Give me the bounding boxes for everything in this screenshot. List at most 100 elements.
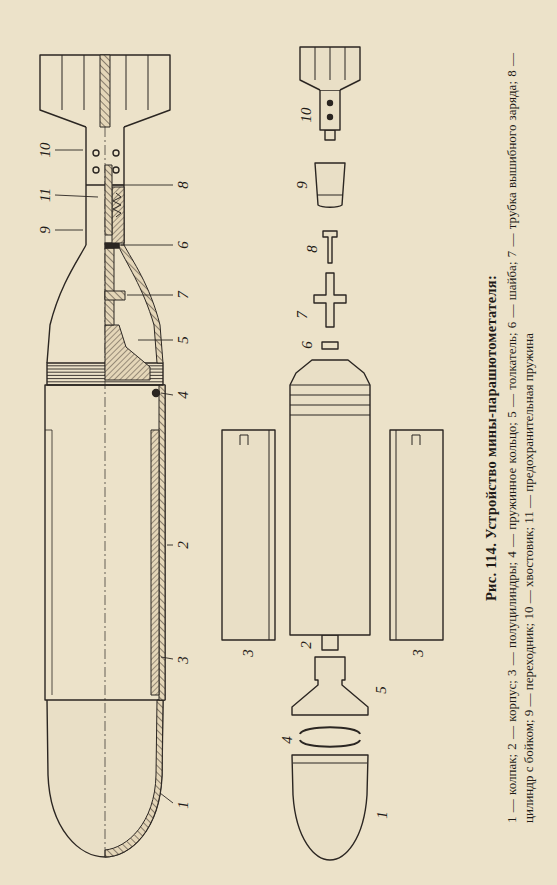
adapter [315,163,345,207]
leader-line [138,340,173,341]
hole [113,150,119,156]
callout-holder: 4 [278,735,296,745]
body-ridges [290,385,370,415]
callout-holder: 9 [36,225,54,235]
callout-number: 9 [294,180,310,190]
callout-number: 8 [304,244,320,254]
striker-cylinder [105,165,112,235]
callout-holder: 11 [36,187,54,203]
leader-line [160,793,173,803]
adapter-section [112,187,124,243]
callout-holder: 9 [293,180,311,190]
pusher [292,657,368,715]
callout-number: 5 [373,685,389,695]
half-cylinder-detail [240,430,269,640]
figure-caption: Рис. 114. Устройство мины-парашютометате… [483,275,499,601]
cap-rim [293,763,367,764]
half-cylinder [222,430,275,640]
callout-number: 7 [294,310,310,320]
callout-number: 2 [175,540,191,550]
leader-line [127,295,173,296]
callout-number: 7 [175,290,191,300]
washer [322,342,338,349]
leader-line [167,545,173,546]
pusher-section [105,325,150,380]
spring-ring [153,390,160,397]
callout-number: 10 [37,142,53,159]
thread-line [47,381,163,382]
figure-key: 1 — колпак; 2 — корпус; 3 — полуцилиндры… [504,53,538,823]
callout-holder: 5 [372,685,390,695]
leader-line [121,245,173,246]
half-cylinder-edge [45,430,52,431]
callout-number: 2 [298,640,314,650]
cap-section [105,700,163,857]
striker-cylinder [323,231,337,263]
callout-holder: 4 [174,390,192,400]
callout-number: 11 [37,187,53,203]
tube-section [105,248,114,325]
callout-holder: 7 [174,290,192,300]
half-cylinder-detail [396,430,420,640]
callout-holder: 3 [174,655,192,665]
leader-line [55,150,83,151]
callout-number: 1 [374,810,390,820]
callout-holder: 2 [297,640,315,650]
adapter-detail [317,195,343,196]
tail-stub [325,130,335,140]
leader-line [161,657,173,659]
fin-lines [315,47,345,80]
spring-ring [300,727,360,747]
cap [292,755,368,860]
tail-fins [300,47,360,90]
callout-holder: 10 [36,142,54,159]
hole [93,150,99,156]
hole [113,167,119,173]
callout-number: 1 [175,800,191,810]
callout-number: 3 [240,648,256,658]
body-outline [45,385,165,700]
callout-holder: 5 [174,335,192,345]
callout-holder: 1 [174,800,192,810]
leader-line [113,185,173,186]
hole [328,115,333,120]
half-cylinder [390,430,443,640]
safety-spring [113,193,121,217]
callout-holder: 6 [298,340,316,350]
washer [105,243,119,248]
callout-number: 6 [299,340,315,350]
tube-flange [105,291,125,300]
callout-holder: 3 [239,648,257,658]
leader-line [161,393,173,395]
tail-tube-section [100,55,110,127]
callout-number: 3 [175,655,191,665]
hole [93,167,99,173]
callout-holder: 7 [293,310,311,320]
tail-neck [320,90,340,130]
neck-outline [86,127,124,245]
callout-number: 10 [298,107,314,124]
fin-outline [40,55,170,127]
taper-outline [47,245,86,363]
body-stud [322,635,338,650]
callout-holder: 3 [409,648,427,658]
assembled-mine [40,55,170,857]
callout-number: 4 [279,735,295,745]
half-cylinder-section [151,430,159,695]
callout-number: 6 [175,240,191,250]
body-section [159,385,165,700]
leader-line [55,230,83,231]
callout-number: 8 [175,180,191,190]
exploded-view [222,47,443,860]
charge-tube [314,273,346,327]
half-cylinder-edge [52,430,53,695]
callout-number: 4 [175,390,191,400]
caption-box: Рис. 114. Устройство мины-парашютометате… [482,53,500,823]
callout-number: 3 [410,648,426,658]
leader-line [55,195,98,197]
callout-number: 5 [175,335,191,345]
callout-holder: 2 [174,540,192,550]
